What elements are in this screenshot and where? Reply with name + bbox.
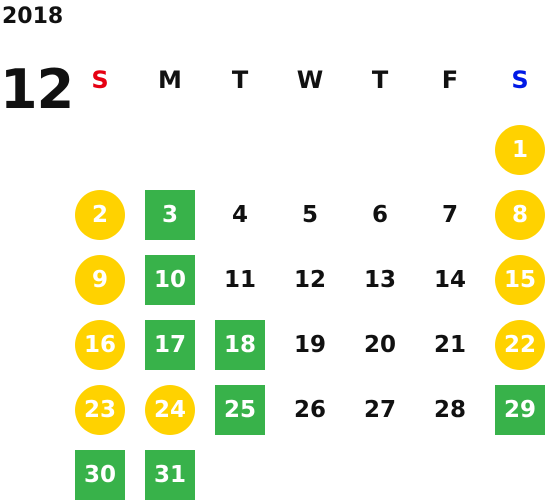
- day-cell[interactable]: 2: [75, 190, 125, 240]
- weekday-label: T: [371, 66, 389, 94]
- day-cell[interactable]: 17: [145, 320, 195, 370]
- day-cell[interactable]: 16: [75, 320, 125, 370]
- day-cell[interactable]: 8: [495, 190, 545, 240]
- day-cell[interactable]: 24: [145, 385, 195, 435]
- weekday-label: S: [511, 66, 529, 94]
- day-cell[interactable]: 5: [301, 202, 318, 228]
- day-cell[interactable]: 4: [231, 202, 248, 228]
- day-cell[interactable]: 13: [363, 267, 396, 293]
- day-cell[interactable]: 31: [145, 450, 195, 500]
- day-cell[interactable]: 7: [441, 202, 458, 228]
- weekday-label: F: [441, 66, 459, 94]
- month-number: 12: [0, 58, 74, 121]
- day-cell[interactable]: 6: [371, 202, 388, 228]
- day-cell[interactable]: 19: [293, 332, 326, 358]
- day-cell[interactable]: 3: [145, 190, 195, 240]
- day-cell[interactable]: 29: [495, 385, 545, 435]
- day-cell[interactable]: 25: [215, 385, 265, 435]
- day-cell[interactable]: 27: [363, 397, 396, 423]
- weekday-label: S: [91, 66, 109, 94]
- day-cell[interactable]: 23: [75, 385, 125, 435]
- weekday-label: W: [296, 66, 324, 94]
- day-cell[interactable]: 26: [293, 397, 326, 423]
- year-label: 2018: [2, 4, 64, 29]
- day-cell[interactable]: 28: [433, 397, 466, 423]
- day-cell[interactable]: 30: [75, 450, 125, 500]
- day-cell[interactable]: 21: [433, 332, 466, 358]
- day-cell[interactable]: 12: [293, 267, 326, 293]
- weekday-label: M: [158, 66, 182, 94]
- day-cell[interactable]: 15: [495, 255, 545, 305]
- day-cell[interactable]: 14: [433, 267, 466, 293]
- weekday-label: T: [231, 66, 249, 94]
- day-cell[interactable]: 18: [215, 320, 265, 370]
- day-cell[interactable]: 20: [363, 332, 396, 358]
- day-cell[interactable]: 22: [495, 320, 545, 370]
- day-cell[interactable]: 9: [75, 255, 125, 305]
- day-cell[interactable]: 1: [495, 125, 545, 175]
- day-cell[interactable]: 10: [145, 255, 195, 305]
- day-cell[interactable]: 11: [223, 267, 256, 293]
